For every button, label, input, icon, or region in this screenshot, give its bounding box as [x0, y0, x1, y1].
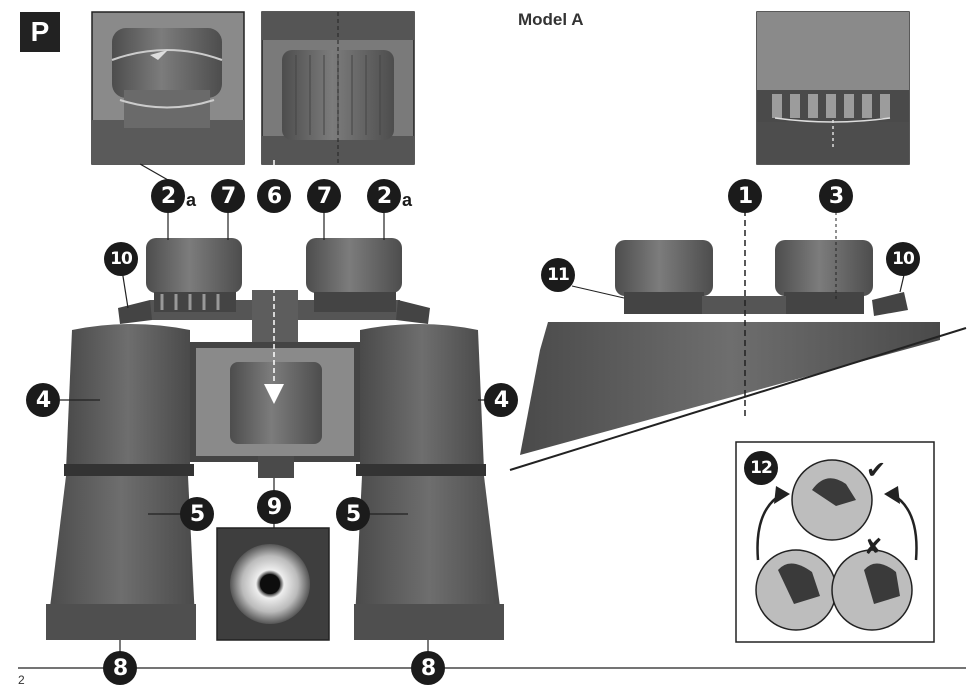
callout-alignment: 12: [744, 451, 778, 485]
callout-ring-left: 11: [541, 258, 575, 292]
callout-tripod-socket: 9: [257, 490, 291, 524]
callout-eyecup-right-suffix: a: [402, 190, 413, 210]
callout-eyecup-right: 2: [367, 179, 401, 213]
callout-eyepiece-left: 7: [211, 179, 245, 213]
callout-lever-right: 10: [886, 242, 920, 276]
callout-body-right: 4: [484, 383, 518, 417]
callout-eyecup-left: 2: [151, 179, 185, 213]
alignment-box: [735, 441, 935, 643]
correct-mark: ✔: [866, 456, 886, 484]
callout-focus-wheel: 6: [257, 179, 291, 213]
leader-lines: [18, 163, 966, 669]
callout-lens-right: 8: [411, 651, 445, 685]
page-number: 2: [18, 673, 25, 687]
inset-focus-wheel: [261, 11, 415, 165]
inset-diopter-ring: [756, 11, 910, 165]
callout-eyecup-left-suffix: a: [186, 190, 197, 210]
callout-diopter-ring: 3: [819, 179, 853, 213]
callout-objective-left: 5: [180, 497, 214, 531]
callout-eyepiece-right: 7: [307, 179, 341, 213]
binocular-front-view: [46, 160, 504, 640]
model-label: Model A: [518, 10, 584, 29]
callout-lever-left: 10: [104, 242, 138, 276]
callout-body-left: 4: [26, 383, 60, 417]
inset-tripod-socket: [216, 527, 330, 641]
binocular-side-view: [509, 200, 967, 471]
wrong-mark: ✘: [864, 535, 882, 560]
section-badge: P: [20, 12, 60, 52]
callout-center-axis: 1: [728, 179, 762, 213]
inset-eyecup-rotation: [91, 11, 245, 165]
callout-objective-right: 5: [336, 497, 370, 531]
callout-lens-left: 8: [103, 651, 137, 685]
